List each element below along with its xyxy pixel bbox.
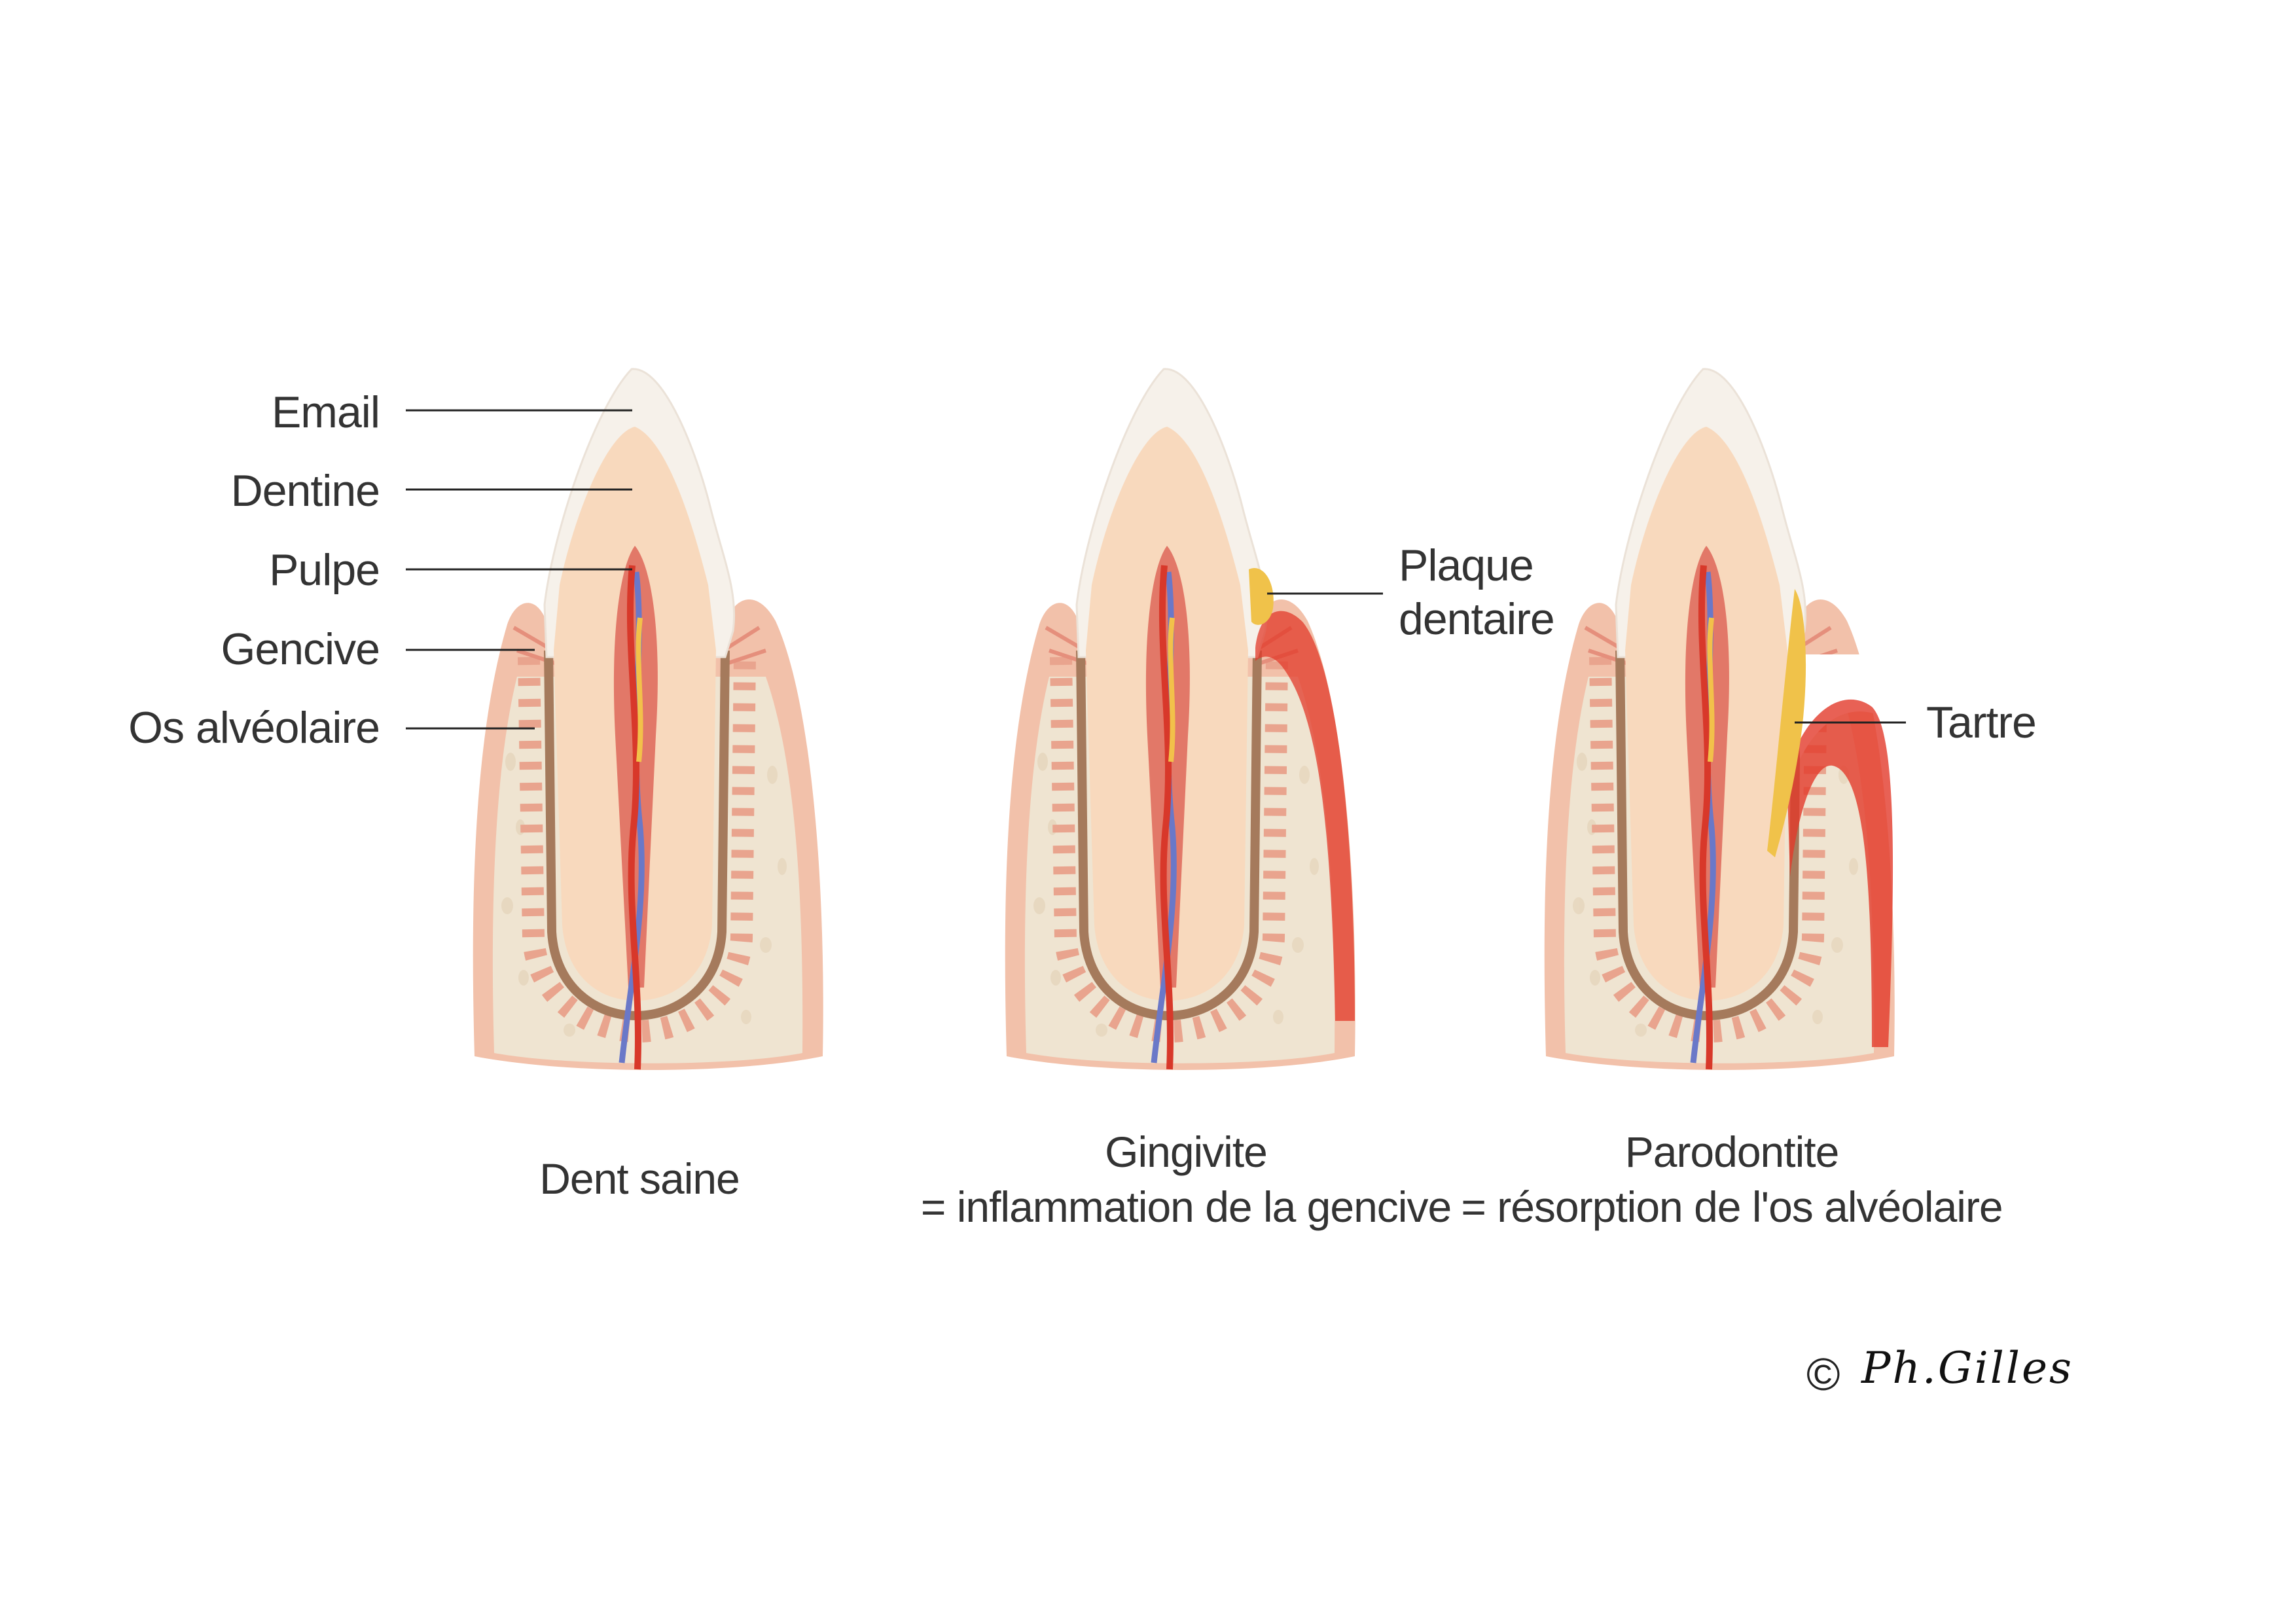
label-os-alveolaire: Os alvéolaire	[128, 703, 380, 753]
gingivitis-tooth	[1005, 369, 1355, 1070]
receded-inflamed-gum	[1787, 699, 1893, 1047]
label-tartre: Tartre	[1926, 698, 2037, 747]
caption-periodontitis-title: Parodontite	[1624, 1128, 1840, 1176]
periodontitis-tooth	[1545, 369, 1898, 1070]
label-plaque-line1: Plaque	[1399, 541, 1534, 590]
label-pulpe: Pulpe	[269, 545, 380, 595]
dental-plaque	[1249, 568, 1274, 625]
healthy-tooth	[473, 369, 823, 1070]
label-plaque-line2: dentaire	[1399, 594, 1555, 644]
copyright-symbol: ©	[1806, 1349, 1840, 1400]
label-dentine: Dentine	[230, 466, 380, 516]
leader-lines	[406, 409, 1906, 730]
tartar	[1767, 589, 1806, 857]
caption-periodontitis-desc: = résorption de l'os alvéolaire	[1461, 1183, 2003, 1231]
caption-gingivitis-title: Gingivite	[1105, 1128, 1268, 1176]
caption-gingivitis-desc: = inflammation de la gencive	[920, 1183, 1452, 1231]
label-email: Email	[271, 387, 380, 437]
caption-healthy: Dent saine	[539, 1154, 740, 1203]
inflamed-gum	[1255, 611, 1355, 1021]
label-gencive: Gencive	[221, 624, 380, 674]
author-signature: Ph.Gilles	[1861, 1343, 2073, 1393]
